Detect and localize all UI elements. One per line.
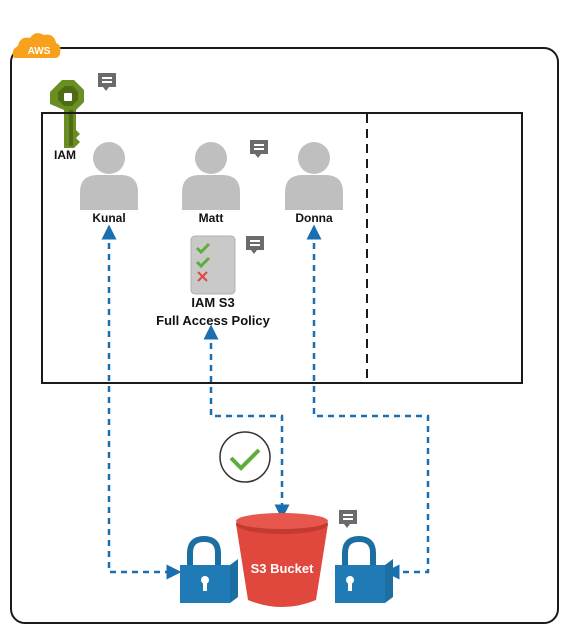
cloud-icon: AWS	[12, 33, 61, 58]
connector-donna-lock	[306, 224, 430, 580]
bucket-label: S3 Bucket	[251, 561, 315, 576]
policy-title: IAM S3	[191, 295, 234, 310]
user-name: Matt	[199, 211, 224, 225]
user-name: Kunal	[92, 211, 125, 225]
lock-icon	[180, 535, 238, 603]
policy-subtitle: Full Access Policy	[156, 313, 270, 328]
user-icon	[182, 142, 240, 210]
connector-kunal-lock	[101, 224, 182, 580]
iam-label: IAM	[54, 148, 76, 162]
comment-icon[interactable]	[250, 140, 268, 158]
connector-policy-bucket	[203, 324, 290, 520]
check-circle-icon	[219, 431, 271, 483]
aws-cloud-boundary	[10, 47, 559, 624]
aws-badge-label: AWS	[28, 46, 51, 57]
lock-icon	[335, 535, 393, 603]
checklist-icon	[190, 235, 236, 295]
bucket-icon	[236, 513, 328, 607]
comment-icon[interactable]	[98, 73, 116, 91]
user-name: Donna	[295, 211, 333, 225]
user-icon	[285, 142, 343, 210]
user-icon	[80, 142, 138, 210]
comment-icon[interactable]	[246, 236, 264, 254]
comment-icon[interactable]	[339, 510, 357, 528]
